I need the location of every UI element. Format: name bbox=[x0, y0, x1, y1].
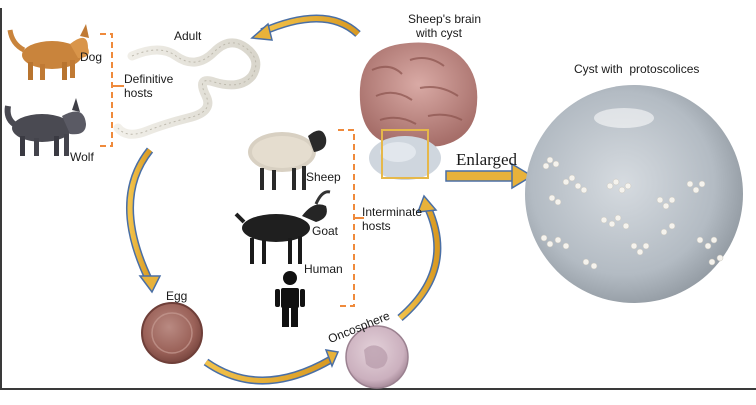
goat-illustration bbox=[234, 190, 331, 264]
cyst-with-protoscolices-image bbox=[525, 85, 743, 303]
intermediate-hosts-bracket bbox=[338, 129, 355, 307]
cyst-highlight-box bbox=[381, 129, 429, 179]
definitive-hosts-bracket bbox=[100, 33, 113, 147]
human-label: Human bbox=[304, 262, 343, 276]
egg-label: Egg bbox=[166, 289, 188, 303]
sheeps-brain-image bbox=[359, 42, 478, 180]
adult-label: Adult bbox=[174, 29, 202, 43]
human-icon bbox=[275, 271, 305, 327]
goat-label: Goat bbox=[312, 224, 339, 238]
left-frame-line bbox=[0, 8, 2, 388]
wolf-label: Wolf bbox=[70, 150, 94, 164]
dog-illustration bbox=[7, 24, 89, 80]
definitive-hosts-label-line1: Definitive bbox=[124, 72, 174, 86]
dog-label: Dog bbox=[80, 50, 103, 64]
interminate-hosts-label-line1: Interminate bbox=[362, 205, 423, 219]
interminate-hosts-label-line2: hosts bbox=[362, 219, 391, 233]
egg-image bbox=[141, 302, 203, 364]
sheep-illustration bbox=[248, 130, 327, 190]
wolf-illustration bbox=[4, 98, 86, 156]
sheep-label: Sheep bbox=[306, 170, 341, 184]
enlarged-label: Enlarged bbox=[456, 150, 518, 169]
sheeps-brain-label-line2: with cyst bbox=[416, 26, 463, 40]
bottom-frame-line bbox=[0, 388, 756, 390]
enlarged-arrow bbox=[445, 162, 534, 190]
cyst-with-protoscolices-label: Cyst with protoscolices bbox=[574, 62, 700, 76]
definitive-hosts-label-line2: hosts bbox=[124, 86, 153, 100]
sheeps-brain-label-line1: Sheep's brain bbox=[408, 12, 482, 26]
